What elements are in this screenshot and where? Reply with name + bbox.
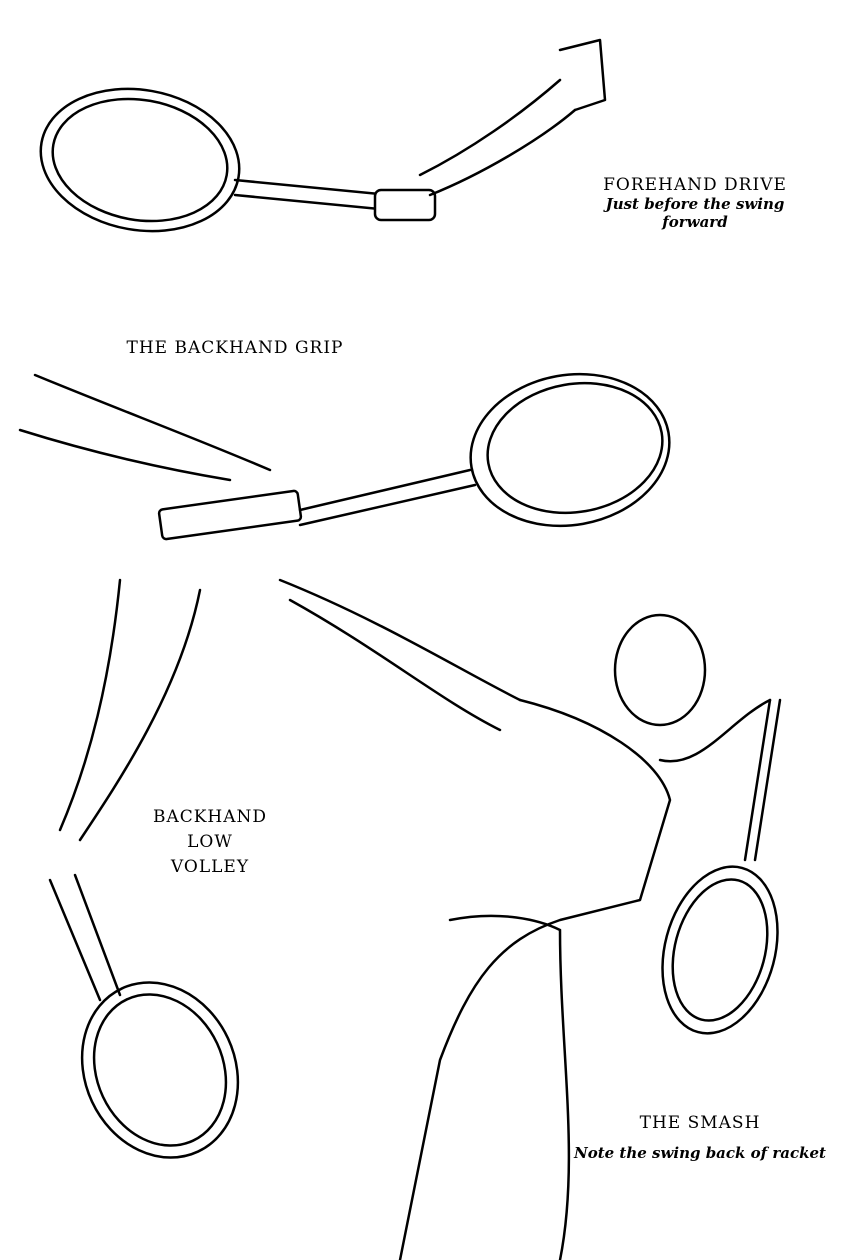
forehand-drive-title: FOREHAND DRIVE: [603, 175, 787, 195]
backhand-grip-caption: THE BACKHAND GRIP: [126, 338, 344, 358]
backhand-volley-caption: BACKHAND LOW VOLLEY: [140, 805, 280, 880]
backhand-volley-title-1: BACKHAND: [152, 807, 268, 827]
smash-drawing: [278, 578, 782, 1260]
smash-caption: THE SMASH Note the swing back of racket: [560, 1108, 840, 1168]
smash-subtitle: Note the swing back of racket: [574, 1144, 826, 1162]
forehand-drive-subtitle-2: forward: [662, 213, 728, 231]
forehand-drive-caption: FOREHAND DRIVE Just before the swing for…: [585, 175, 805, 231]
forehand-drive-subtitle-1: Just before the swing: [605, 195, 785, 213]
backhand-grip-drawing: [18, 372, 671, 541]
backhand-volley-title-3: VOLLEY: [170, 857, 250, 877]
smash-title: THE SMASH: [639, 1113, 761, 1133]
backhand-volley-drawing: [48, 578, 240, 1159]
backhand-volley-title-2: LOW: [187, 832, 233, 852]
forehand-drive-drawing: [39, 38, 607, 233]
